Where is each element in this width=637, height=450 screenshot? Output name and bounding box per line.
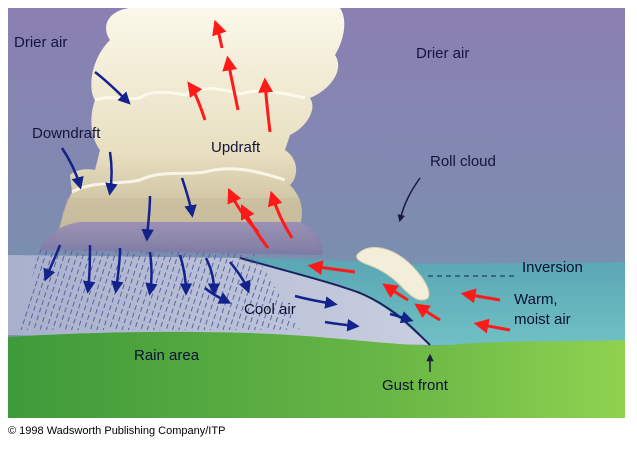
gust-front-label: Gust front bbox=[382, 377, 449, 394]
drier-air-right-label: Drier air bbox=[416, 45, 469, 62]
updraft-arrows bbox=[187, 19, 511, 334]
warm-moist-air-label-line2: moist air bbox=[514, 311, 571, 328]
rain-area-label: Rain area bbox=[134, 347, 200, 364]
downdraft-label: Downdraft bbox=[32, 125, 101, 142]
roll-cloud bbox=[356, 247, 430, 301]
updraft-label: Updraft bbox=[211, 139, 261, 156]
diagram-frame: Drier air Drier air Downdraft Updraft Ro… bbox=[8, 8, 625, 418]
thunderstorm-cloud bbox=[40, 8, 345, 255]
downdraft-arrows bbox=[43, 71, 414, 332]
inversion-label: Inversion bbox=[522, 259, 583, 276]
roll-cloud-pointer-arrow bbox=[397, 177, 421, 223]
copyright-text: © 1998 Wadsworth Publishing Company/ITP bbox=[8, 425, 225, 437]
drier-air-left-label: Drier air bbox=[14, 34, 67, 51]
cool-air-label: Cool air bbox=[244, 301, 296, 318]
warm-moist-air-layer bbox=[240, 258, 625, 345]
gust-front-boundary bbox=[239, 257, 431, 346]
roll-cloud-label: Roll cloud bbox=[430, 153, 496, 170]
ground bbox=[8, 331, 625, 418]
warm-moist-air-label-line1: Warm, bbox=[514, 291, 558, 308]
